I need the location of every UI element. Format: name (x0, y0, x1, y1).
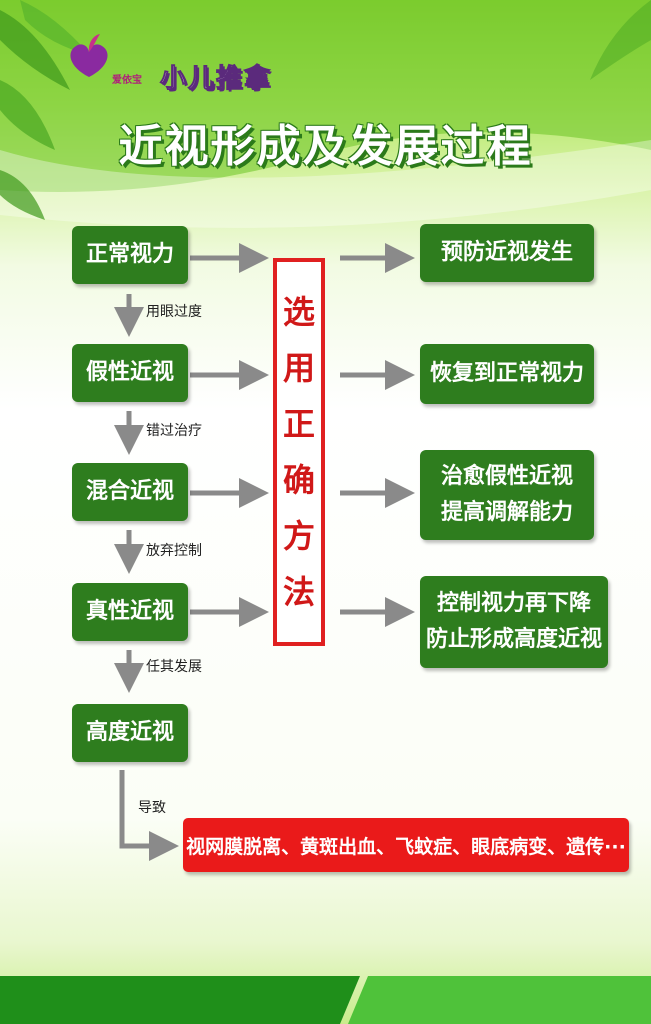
outcome-line: 恢复到正常视力 (429, 361, 584, 386)
stage-label: 假性近视 (85, 360, 174, 385)
header-swoosh-highlight (0, 140, 651, 228)
method-char: 用 (282, 349, 315, 387)
footer-band-left (0, 976, 360, 1024)
logo-icon (70, 34, 108, 77)
method-box: 选 用 正 确 方 法 (273, 258, 325, 646)
stage-mixed-myopia: 混合近视 (72, 463, 188, 521)
method-char: 法 (282, 573, 315, 611)
outcome-line: 治愈假性近视 (440, 464, 573, 489)
outcome-line: 提高调解能力 (440, 500, 573, 525)
logo-text: 小儿推拿 (159, 64, 273, 95)
method-char: 确 (282, 461, 315, 499)
bamboo-leaf-icon (0, 0, 90, 220)
stage-normal-vision: 正常视力 (72, 226, 188, 284)
method-char: 选 (282, 293, 315, 331)
outcome-control-vision: 控制视力再下降 防止形成高度近视 (420, 576, 608, 668)
footer-band-right (348, 976, 651, 1024)
arrow-stage-5-to-consequence (119, 770, 179, 861)
outcome-prevent-myopia: 预防近视发生 (420, 224, 594, 282)
brand-name: 爱依宝 (112, 75, 142, 86)
consequence-bar: 视网膜脱离、黄斑出血、飞蚊症、眼底病变、遗传··· (183, 818, 629, 872)
page-title: 近视形成及发展过程 (118, 121, 533, 172)
stage-high-myopia: 高度近视 (72, 704, 188, 762)
transition-label: 错过治疗 (146, 423, 202, 439)
outcome-line: 预防近视发生 (440, 240, 573, 265)
outcome-cure-pseudo: 治愈假性近视 提高调解能力 (420, 450, 594, 540)
stage-pseudo-myopia: 假性近视 (72, 344, 188, 402)
consequence-text: 视网膜脱离、黄斑出血、飞蚊症、眼底病变、遗传··· (186, 835, 626, 858)
stage-label: 高度近视 (85, 720, 174, 745)
outcome-restore-vision: 恢复到正常视力 (420, 344, 594, 404)
stage-label: 真性近视 (85, 599, 174, 624)
header-swoosh (0, 0, 651, 192)
stage-label: 混合近视 (85, 479, 174, 504)
method-char: 方 (282, 517, 315, 555)
outcome-line: 防止形成高度近视 (425, 627, 602, 652)
consequence-label: 导致 (138, 800, 166, 816)
stage-true-myopia: 真性近视 (72, 583, 188, 641)
transition-label: 用眼过度 (146, 304, 202, 320)
stage-label: 正常视力 (85, 242, 174, 267)
transition-label: 放弃控制 (146, 543, 202, 559)
outcome-line: 控制视力再下降 (436, 591, 591, 616)
bamboo-leaf-right-icon (590, 0, 651, 80)
method-char: 正 (282, 405, 315, 443)
transition-label: 任其发展 (146, 659, 202, 675)
